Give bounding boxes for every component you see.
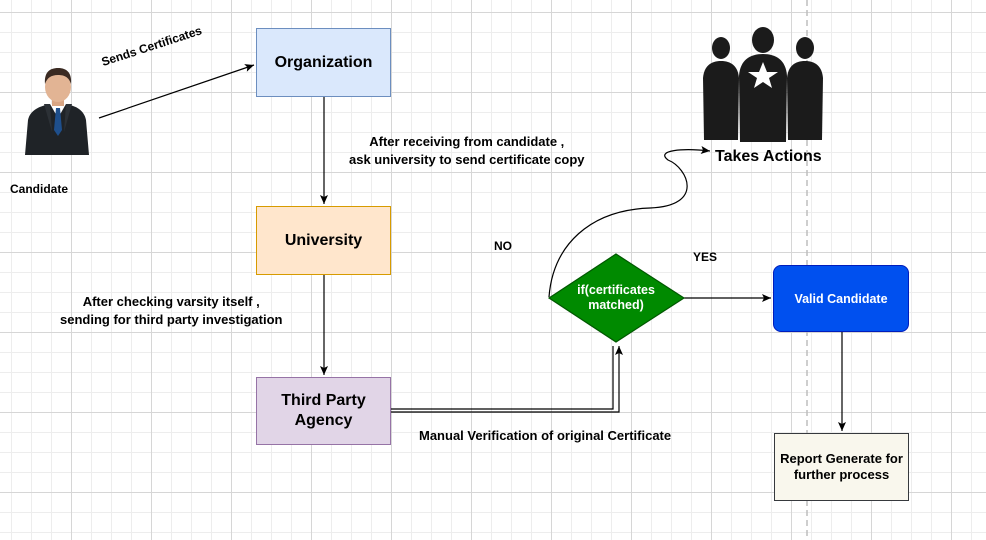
decision-label: if(certificates matched) <box>566 283 666 313</box>
decision-diamond[interactable] <box>547 253 686 343</box>
edge-decision-actions[interactable] <box>548 146 711 298</box>
third-party-label-line2: Agency <box>294 412 353 429</box>
businessman-icon <box>25 68 89 155</box>
takes-actions-label: Takes Actions <box>715 148 822 165</box>
university-label: University <box>284 231 363 249</box>
manual-verification-label: Manual Verification of original Certific… <box>419 428 672 443</box>
org-university-edge-label: After receiving from candidate , ask uni… <box>349 133 585 169</box>
university-agency-label-line2: sending for third party investigation <box>60 312 283 327</box>
organization-label: Organization <box>274 53 373 71</box>
no-label: NO <box>494 239 512 253</box>
third-party-agency-node[interactable]: Third Party Agency <box>256 377 391 445</box>
organization-node[interactable]: Organization <box>256 28 391 97</box>
university-agency-label-line1: After checking varsity itself , <box>82 294 260 309</box>
decision-label-line1: if(certificates <box>577 283 655 297</box>
third-party-label-line1: Third Party <box>281 392 366 409</box>
report-label-line2: further process <box>793 467 890 482</box>
edge-agency-decision[interactable] <box>391 346 614 410</box>
org-university-label-line1: After receiving from candidate , <box>369 134 565 149</box>
university-node[interactable]: University <box>256 206 391 275</box>
org-university-label-line2: ask university to send certificate copy <box>349 152 585 167</box>
decision-label-line2: matched) <box>588 298 644 312</box>
report-label-line1: Report Generate for <box>780 451 903 466</box>
valid-candidate-label: Valid Candidate <box>794 291 888 306</box>
report-node[interactable]: Report Generate for further process <box>774 433 909 501</box>
yes-label: YES <box>693 250 718 264</box>
edge-candidate-organization[interactable] <box>98 64 255 119</box>
candidate-label: Candidate <box>10 182 69 196</box>
team-leader-star-icon <box>703 27 823 142</box>
university-agency-edge-label: After checking varsity itself , sending … <box>60 293 282 329</box>
valid-candidate-node[interactable]: Valid Candidate <box>773 265 909 332</box>
